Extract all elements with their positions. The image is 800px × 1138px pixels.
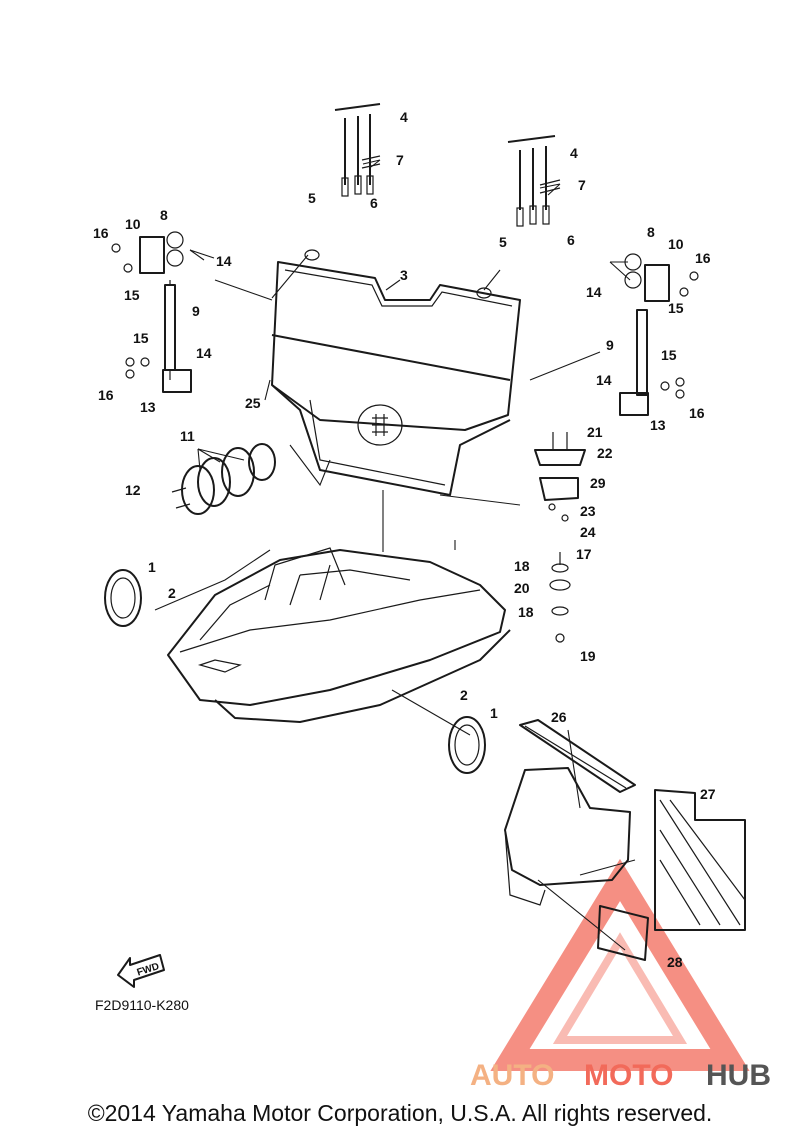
part-number: 22 <box>597 445 613 461</box>
part-number: 16 <box>689 405 705 421</box>
boat-hull <box>167 547 511 723</box>
part-number: 4 <box>400 109 408 125</box>
part-number: 18 <box>514 558 530 574</box>
part-number: 16 <box>98 387 114 403</box>
part-number: 19 <box>580 648 596 664</box>
part-number: 18 <box>518 604 534 620</box>
part-number: 28 <box>667 954 683 970</box>
part-number: 5 <box>499 234 507 250</box>
leader-lines <box>154 159 636 951</box>
part-number: 26 <box>551 709 567 725</box>
part-number: 27 <box>700 786 716 802</box>
part-number: 2 <box>168 585 176 601</box>
seat-assembly <box>271 249 521 496</box>
part-number: 5 <box>308 190 316 206</box>
part-number: 14 <box>586 284 602 300</box>
part-number: 13 <box>140 399 156 415</box>
part-number: 15 <box>124 287 140 303</box>
bolts-left <box>334 103 381 197</box>
watermark-hub: HUB <box>706 1059 771 1092</box>
bolts-right <box>507 135 561 227</box>
part-number: 6 <box>567 232 575 248</box>
part-number: 8 <box>647 224 655 240</box>
part-number: 20 <box>514 580 530 596</box>
part-number: 1 <box>148 559 156 575</box>
part-number: 17 <box>576 546 592 562</box>
watermark-logo <box>490 858 750 1071</box>
part-number: 10 <box>668 236 684 252</box>
part-number: 9 <box>606 337 614 353</box>
part-number: 29 <box>590 475 606 491</box>
part-number: 7 <box>396 152 404 168</box>
part-number: 15 <box>133 330 149 346</box>
part-number: 6 <box>370 195 378 211</box>
drawing-code: F2D9110-K280 <box>95 997 189 1013</box>
part-number: 21 <box>587 424 603 440</box>
part-number: 3 <box>400 267 408 283</box>
part-number: 24 <box>580 524 596 540</box>
fwd-arrow-icon: FWD <box>117 954 165 988</box>
part-number: 4 <box>570 145 578 161</box>
part-number: 8 <box>160 207 168 223</box>
part-number: 10 <box>125 216 141 232</box>
part-number: 15 <box>668 300 684 316</box>
bracket-stack <box>534 432 586 643</box>
part-labels: 1 2 1 2 3 4 4 5 5 6 6 7 7 8 8 9 9 10 10 … <box>93 109 716 970</box>
part-number: 16 <box>93 225 109 241</box>
watermark-moto: MOTO <box>584 1059 673 1092</box>
watermark-auto: AUTO <box>470 1059 554 1092</box>
part-number: 13 <box>650 417 666 433</box>
part-number: 9 <box>192 303 200 319</box>
part-number: 15 <box>661 347 677 363</box>
part-number: 14 <box>596 372 612 388</box>
part-number: 14 <box>216 253 232 269</box>
part-number: 16 <box>695 250 711 266</box>
watermark-text: AUTO MOTO HUB <box>470 1059 771 1092</box>
ring-parts <box>104 569 486 774</box>
part-number: 1 <box>490 705 498 721</box>
part-number: 11 <box>180 428 195 444</box>
part-number: 25 <box>245 395 261 411</box>
vent-parts <box>171 443 276 515</box>
part-number: 23 <box>580 503 596 519</box>
part-number: 2 <box>460 687 468 703</box>
copyright-footer: ©2014 Yamaha Motor Corporation, U.S.A. A… <box>87 1100 713 1126</box>
part-number: 14 <box>196 345 212 361</box>
hinge-right <box>619 253 699 416</box>
part-number: 12 <box>125 482 141 498</box>
part-number: 7 <box>578 177 586 193</box>
hinge-left <box>111 231 192 393</box>
storage-bin <box>504 719 746 961</box>
